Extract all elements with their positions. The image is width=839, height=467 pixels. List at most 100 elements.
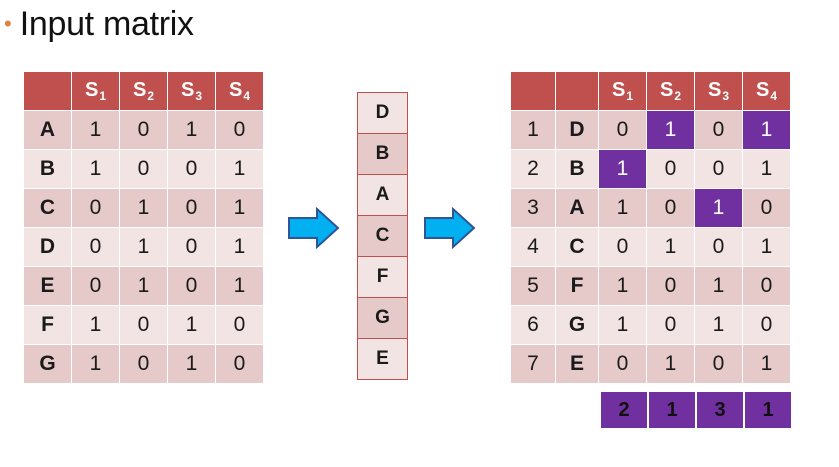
matrix-cell: 0 <box>743 306 790 344</box>
permutation-cell: D <box>358 93 407 133</box>
matrix-cell: 0 <box>168 228 215 266</box>
matrix-cell: 1 <box>120 189 167 227</box>
matrix-cell: 1 <box>72 306 119 344</box>
row-label: B <box>24 150 71 188</box>
matrix-cell: 1 <box>599 267 646 305</box>
matrix-cell: 0 <box>168 267 215 305</box>
matrix-cell: 1 <box>168 111 215 149</box>
permutation-row: F <box>358 256 407 297</box>
table-row: A 1 0 1 0 <box>24 111 263 149</box>
table-row: 4 C 0 1 0 1 <box>511 228 790 266</box>
row-label: E <box>556 345 598 383</box>
table-row: D 0 1 0 1 <box>24 228 263 266</box>
row-label: F <box>24 306 71 344</box>
header-corner-cell <box>511 72 555 110</box>
permuted-matrix-table: S1 S2 S3 S4 1 D 0 1 0 1 2 B 1 0 0 1 3 A … <box>510 71 791 384</box>
table-row: 7 E 0 1 0 1 <box>511 345 790 383</box>
signature-cell: 3 <box>697 392 743 428</box>
row-index: 5 <box>511 267 555 305</box>
matrix-cell: 0 <box>647 189 694 227</box>
matrix-cell: 1 <box>695 306 742 344</box>
table-header-row: S1 S2 S3 S4 <box>24 72 263 110</box>
column-header-label: S <box>707 79 722 101</box>
matrix-cell: 1 <box>599 150 646 188</box>
column-header-s3: S3 <box>695 72 742 110</box>
header-corner-cell <box>24 72 71 110</box>
column-header-s4: S4 <box>216 72 263 110</box>
matrix-cell: 1 <box>743 228 790 266</box>
matrix-cell: 0 <box>695 150 742 188</box>
permutation-row: D <box>358 93 407 133</box>
row-index: 7 <box>511 345 555 383</box>
permutation-row: E <box>358 338 407 379</box>
column-header-s4: S4 <box>743 72 790 110</box>
matrix-cell: 0 <box>168 189 215 227</box>
matrix-cell: 1 <box>216 267 263 305</box>
table-row: E 0 1 0 1 <box>24 267 263 305</box>
column-header-s1: S1 <box>72 72 119 110</box>
matrix-cell: 1 <box>216 150 263 188</box>
table-header-row: S1 S2 S3 S4 <box>511 72 790 110</box>
column-header-subscript: 3 <box>722 89 730 103</box>
bullet-icon: • <box>4 11 12 36</box>
matrix-cell: 0 <box>695 228 742 266</box>
permutation-cell: F <box>358 256 407 297</box>
matrix-cell: 0 <box>216 345 263 383</box>
matrix-cell: 1 <box>168 345 215 383</box>
row-label: C <box>24 189 71 227</box>
column-header-subscript: 1 <box>626 89 634 103</box>
permutation-row: C <box>358 215 407 256</box>
row-label: B <box>556 150 598 188</box>
signature-cell: 1 <box>649 392 695 428</box>
row-label: F <box>556 267 598 305</box>
row-label: C <box>556 228 598 266</box>
matrix-cell: 0 <box>647 306 694 344</box>
matrix-cell: 0 <box>120 306 167 344</box>
column-header-label: S <box>180 79 195 101</box>
column-header-s3: S3 <box>168 72 215 110</box>
matrix-cell: 0 <box>695 111 742 149</box>
row-index: 6 <box>511 306 555 344</box>
matrix-cell: 0 <box>72 189 119 227</box>
permutation-cell: C <box>358 215 407 256</box>
matrix-cell: 0 <box>743 189 790 227</box>
signature-values: 2 1 3 1 <box>601 392 791 428</box>
table-row: 1 D 0 1 0 1 <box>511 111 790 149</box>
permutation-row: G <box>358 297 407 338</box>
matrix-cell: 0 <box>216 111 263 149</box>
table-row: B 1 0 0 1 <box>24 150 263 188</box>
row-index: 1 <box>511 111 555 149</box>
column-header-subscript: 4 <box>243 89 251 103</box>
table-row: 6 G 1 0 1 0 <box>511 306 790 344</box>
table-row: 2 B 1 0 0 1 <box>511 150 790 188</box>
matrix-cell: 1 <box>647 111 694 149</box>
matrix-cell: 0 <box>72 228 119 266</box>
signature-cell: 2 <box>601 392 647 428</box>
row-label: G <box>24 345 71 383</box>
matrix-cell: 0 <box>120 111 167 149</box>
matrix-cell: 1 <box>216 228 263 266</box>
matrix-cell: 1 <box>120 228 167 266</box>
column-header-subscript: 2 <box>674 89 682 103</box>
permutation-cell: A <box>358 174 407 215</box>
matrix-cell: 1 <box>743 345 790 383</box>
column-header-subscript: 3 <box>195 89 203 103</box>
permutation-cell: B <box>358 133 407 174</box>
matrix-cell: 0 <box>695 345 742 383</box>
matrix-cell: 1 <box>72 345 119 383</box>
matrix-cell: 0 <box>743 267 790 305</box>
row-label: A <box>24 111 71 149</box>
slide-title: • Input matrix <box>4 4 194 44</box>
matrix-cell: 1 <box>647 345 694 383</box>
column-header-label: S <box>611 79 626 101</box>
permutation-column: D B A C F G E <box>357 92 408 380</box>
column-header-label: S <box>755 79 770 101</box>
matrix-cell: 0 <box>647 267 694 305</box>
matrix-cell: 1 <box>695 267 742 305</box>
column-header-s2: S2 <box>120 72 167 110</box>
matrix-cell: 1 <box>599 306 646 344</box>
permutation-cell: G <box>358 297 407 338</box>
matrix-cell: 1 <box>72 150 119 188</box>
matrix-cell: 0 <box>599 111 646 149</box>
header-corner-cell <box>556 72 598 110</box>
